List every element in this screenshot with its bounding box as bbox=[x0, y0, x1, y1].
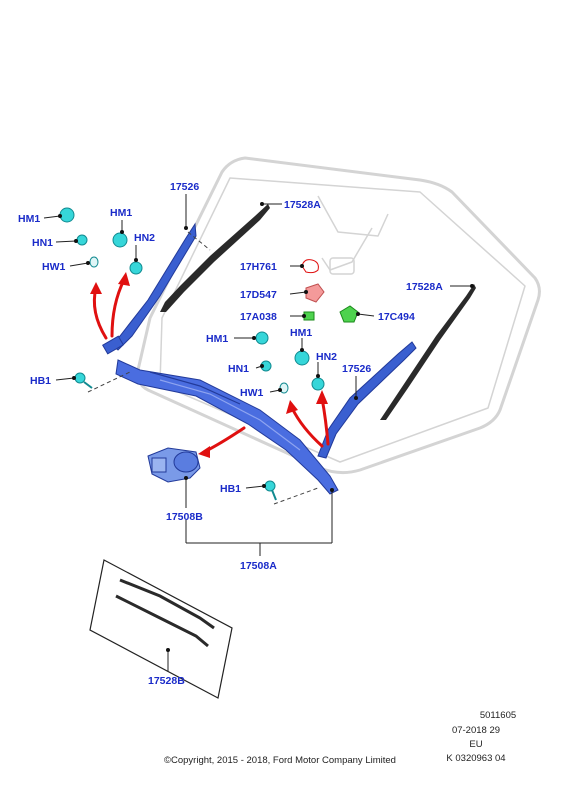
label-hw1-mid: HW1 bbox=[240, 387, 263, 399]
module-17c494-icon bbox=[339, 305, 359, 323]
wiper-arm-left bbox=[102, 222, 197, 355]
label-hm1-left: HM1 bbox=[18, 213, 40, 225]
nut-hm1-left-icon bbox=[59, 207, 75, 223]
label-17h761: 17H761 bbox=[240, 261, 277, 273]
label-17528a-top: 17528A bbox=[284, 199, 321, 211]
nut-hn2-left-icon bbox=[129, 261, 143, 275]
callout-labels: HM1 HN1 HW1 HM1 HN2 17526 17528A 17H761 … bbox=[18, 181, 443, 687]
wiper-blade-right bbox=[380, 284, 476, 420]
label-17508a: 17508A bbox=[240, 560, 277, 572]
rain-sensor-17d547-icon bbox=[305, 283, 325, 303]
wiper-linkage bbox=[87, 359, 339, 505]
label-hn1-left: HN1 bbox=[32, 237, 53, 249]
leader-dots bbox=[58, 202, 474, 652]
sensor-cover-17h761-icon bbox=[301, 259, 319, 274]
wiper-blade-left bbox=[160, 204, 270, 312]
arrow-heads bbox=[90, 272, 328, 458]
label-17528b: 17528B bbox=[148, 675, 185, 687]
label-17d547: 17D547 bbox=[240, 289, 277, 301]
bolt-hb1-mid-icon bbox=[264, 480, 277, 501]
nut-hn2-mid-icon bbox=[311, 377, 325, 391]
footer-block: 5011605 07-2018 29 EU K 0320963 04 ©Copy… bbox=[164, 710, 516, 766]
label-hn1-mid: HN1 bbox=[228, 363, 249, 375]
label-17a038: 17A038 bbox=[240, 311, 277, 323]
bolt-hb1-left-icon bbox=[74, 372, 93, 389]
wiper-motor bbox=[147, 447, 201, 483]
label-hn2-left: HN2 bbox=[134, 232, 155, 244]
label-hm1-left-top: HM1 bbox=[110, 207, 132, 219]
nut-hn1-left-icon bbox=[76, 234, 88, 246]
label-hb1-left: HB1 bbox=[30, 375, 51, 387]
region-code: EU bbox=[469, 739, 482, 750]
label-hm1-mid-right: HM1 bbox=[290, 327, 312, 339]
label-17508b: 17508B bbox=[166, 511, 203, 523]
label-17c494: 17C494 bbox=[378, 311, 415, 323]
reference-number: 5011605 bbox=[480, 710, 516, 721]
label-hw1-left: HW1 bbox=[42, 261, 65, 273]
date-code: 07-2018 29 bbox=[452, 725, 500, 736]
spare-blades-box bbox=[89, 559, 233, 699]
label-17528a-right: 17528A bbox=[406, 281, 443, 293]
label-hm1-mid-left: HM1 bbox=[206, 333, 228, 345]
wiper-arm-right bbox=[317, 341, 417, 459]
nut-hm1-mid-right-icon bbox=[294, 350, 310, 366]
label-17526-top: 17526 bbox=[170, 181, 199, 193]
label-hb1-mid: HB1 bbox=[220, 483, 241, 495]
catalog-code: K 0320963 04 bbox=[446, 753, 505, 764]
nut-hm1-mid-left-icon bbox=[255, 331, 269, 345]
nut-hm1-left-top-icon bbox=[112, 232, 128, 248]
label-17526-right: 17526 bbox=[342, 363, 371, 375]
washer-hw1-left-icon bbox=[89, 256, 99, 268]
copyright-notice: ©Copyright, 2015 - 2018, Ford Motor Comp… bbox=[164, 755, 396, 766]
windscreen-outline bbox=[136, 156, 541, 475]
label-hn2-mid: HN2 bbox=[316, 351, 337, 363]
